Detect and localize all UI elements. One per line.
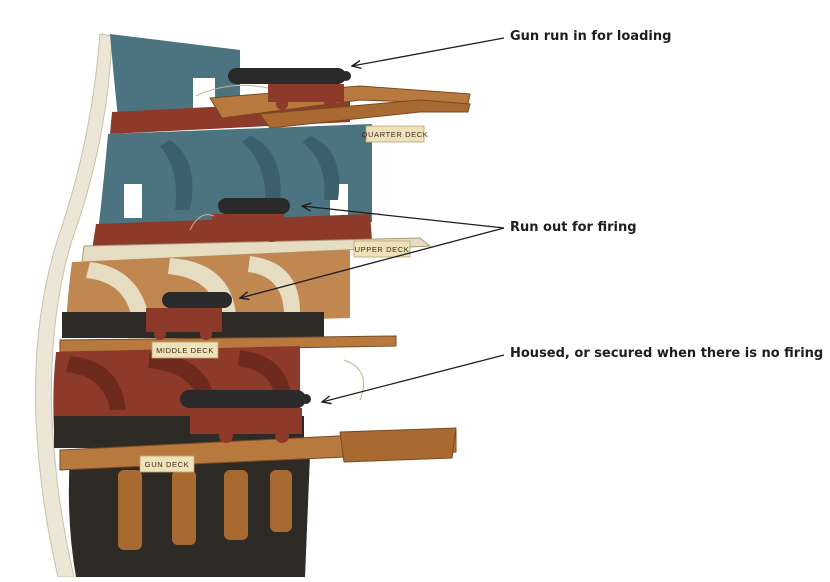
arrow-housed <box>322 354 505 402</box>
cannon-run-in <box>228 68 351 110</box>
callout-gun-run-in: Gun run in for loading <box>510 29 672 44</box>
middle-deck-planks <box>59 335 397 353</box>
gun-deck-beam-4 <box>270 470 292 532</box>
callout-housed: Housed, or secured when there is no firi… <box>510 346 824 361</box>
cream-knee-1 <box>86 262 150 320</box>
gun-deck-label: GUN DECK <box>145 460 189 469</box>
teal-knee-3 <box>302 136 340 200</box>
teal-wall-port-1 <box>124 184 142 218</box>
cannon-housed <box>180 390 311 443</box>
red-knee-1 <box>66 356 126 410</box>
gun-deck-beam-3 <box>224 470 248 540</box>
arrow-run-out-upper <box>302 206 505 229</box>
rigging-rope-3 <box>343 359 364 401</box>
upper-deck-plaque: UPPER DECK <box>353 240 411 258</box>
cannon-run-out-upper <box>212 198 290 242</box>
arrow-run-out-middle <box>240 227 505 298</box>
upper-deck-planks <box>81 237 432 263</box>
upper-deck-label: UPPER DECK <box>355 245 410 254</box>
arrow-run-in <box>352 37 505 66</box>
cannon-run-out-middle <box>146 292 232 340</box>
teal-knee-1 <box>160 140 193 210</box>
middle-deck-label: MIDDLE DECK <box>156 346 214 355</box>
gun-deck-beam-1 <box>118 470 142 550</box>
quarter-deck-label: QUARTER DECK <box>362 130 429 139</box>
callout-run-out: Run out for firing <box>510 220 637 235</box>
teal-knee-2 <box>242 136 281 205</box>
gun-deck-beam-2 <box>172 470 196 545</box>
cream-knee-3 <box>248 256 300 312</box>
gun-deck-plaque: GUN DECK <box>139 455 195 473</box>
gun-deck-overhang <box>339 427 457 463</box>
rigging-rope-1 <box>195 84 269 97</box>
middle-deck-plaque: MIDDLE DECK <box>151 341 219 359</box>
rigging-rope-2 <box>189 214 215 231</box>
quarter-deck-plaque: QUARTER DECK <box>362 125 429 143</box>
